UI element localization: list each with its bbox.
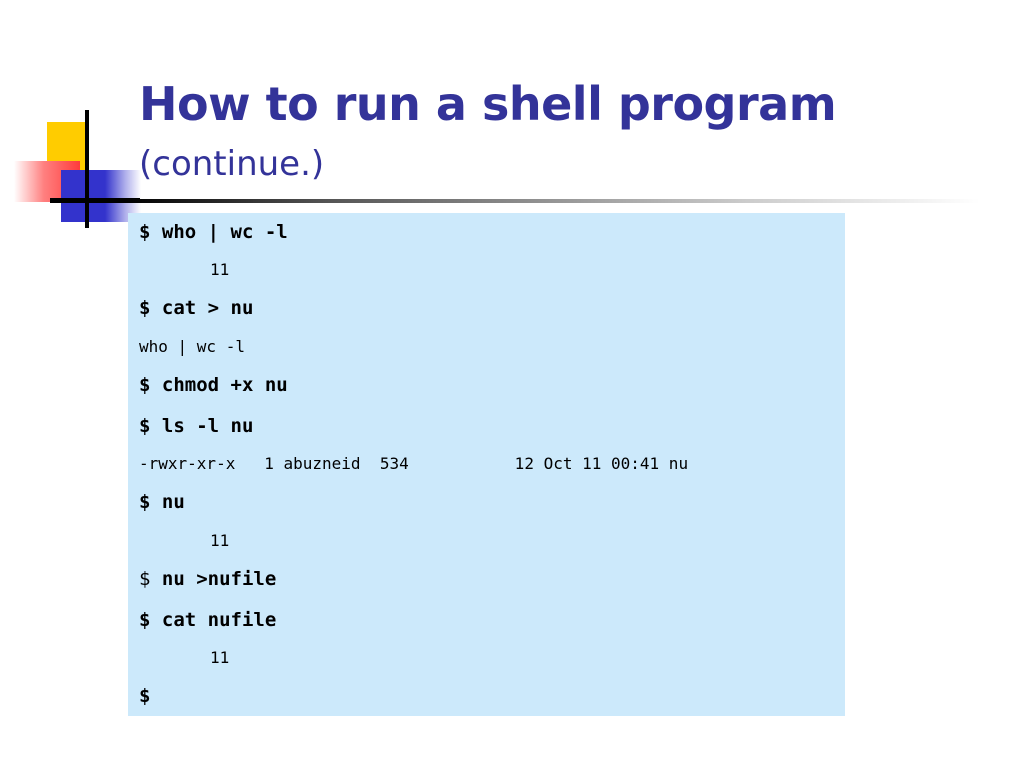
output-line: who | wc -l <box>139 337 245 356</box>
output-line: 11 <box>210 648 230 667</box>
slide-logo <box>0 0 160 240</box>
logo-blue-square <box>61 170 141 222</box>
terminal-session-box: $ who | wc -l 11 $ cat > nu who | wc -l … <box>128 213 845 716</box>
command-line: $ nu >nufile <box>139 568 276 590</box>
command-line: $ nu <box>139 491 185 513</box>
slide-title: How to run a shell program <box>139 77 837 131</box>
prompt-symbol: $ <box>139 568 151 590</box>
command-line: $ ls -l nu <box>139 415 254 437</box>
command-line: $ cat > nu <box>139 297 254 319</box>
command-line: $ chmod +x nu <box>139 374 288 396</box>
command-line: $ cat nufile <box>139 609 277 631</box>
logo-vertical-line <box>85 110 89 228</box>
command-line: $ who | wc -l <box>139 221 288 243</box>
title-divider <box>50 199 980 203</box>
command-text: nu >nufile <box>161 568 277 590</box>
output-line: -rwxr-xr-x 1 abuzneid 534 12 Oct 11 00:4… <box>139 454 689 473</box>
slide-subtitle: (continue.) <box>139 144 325 184</box>
output-line: 11 <box>210 260 230 279</box>
output-line: 11 <box>210 531 230 550</box>
command-line: $ <box>139 685 151 707</box>
